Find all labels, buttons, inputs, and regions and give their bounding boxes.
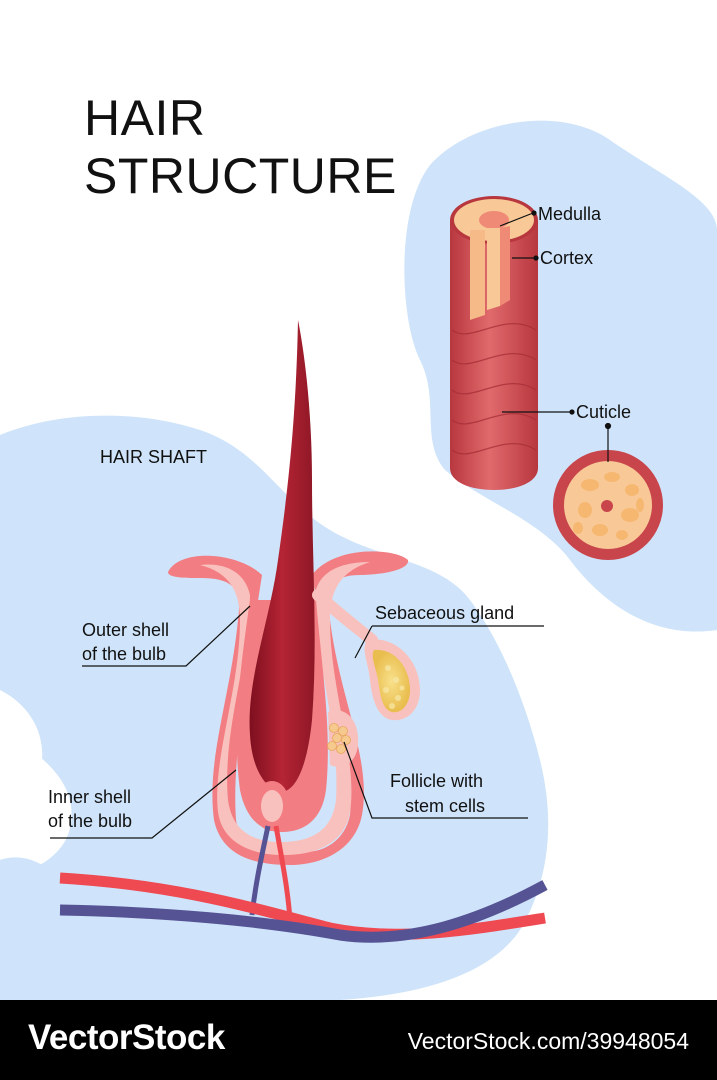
outer-shell-leader	[82, 605, 251, 667]
leader-lines	[50, 210, 612, 839]
medulla-leader	[499, 212, 534, 227]
hair-cross-section	[553, 450, 663, 560]
label-inner-shell-line-1: Inner shell	[48, 787, 132, 807]
vectorstock-logo: VectorStock	[28, 1018, 225, 1057]
blood-vessels	[59, 825, 548, 943]
hair-shaft	[249, 320, 315, 792]
inner-shell-leader	[50, 769, 237, 839]
vein	[59, 880, 548, 943]
dermal-papilla	[254, 781, 290, 831]
label-follicle-line-1: Follicle with	[390, 771, 484, 791]
watermark-footer: VectorStock VectorStock.com/39948054	[0, 1000, 717, 1080]
sebaceous-leader	[354, 625, 544, 659]
sebaceous-gland	[312, 589, 420, 721]
skin-layer-outer	[168, 551, 409, 865]
background-blob-bottom-left	[0, 857, 79, 941]
label-follicle-line-2: stem cells	[405, 796, 486, 816]
label-outer-shell-line-2: of the bulb	[82, 644, 167, 664]
hair-structure-diagram: HAIR STRUCTURE Medulla Cortex Cuticle HA…	[0, 90, 717, 1000]
hair-cylinder	[450, 196, 538, 490]
cuticle-scales	[451, 323, 537, 455]
skin-layer-inner	[200, 562, 370, 855]
follicle-leader	[343, 741, 528, 819]
stock-id: VectorStock.com/39948054	[407, 1028, 689, 1054]
background-white-swoosh	[0, 690, 43, 805]
label-hair-shaft: HAIR SHAFT	[100, 447, 208, 467]
label-outer-shell-line-1: Outer shell	[82, 620, 170, 640]
label-cortex: Cortex	[540, 248, 594, 268]
title-line-2: STRUCTURE	[84, 148, 397, 204]
capillary-artery	[273, 825, 293, 921]
title-line-1: HAIR	[84, 90, 206, 146]
label-inner-shell-line-2: of the bulb	[48, 811, 133, 831]
diagram-canvas	[0, 120, 717, 1000]
label-cuticle: Cuticle	[576, 402, 632, 422]
label-sebaceous-gland: Sebaceous gland	[375, 603, 515, 623]
stem-cells	[327, 710, 359, 767]
label-medulla: Medulla	[538, 204, 602, 224]
cylinder-lower	[450, 300, 538, 490]
